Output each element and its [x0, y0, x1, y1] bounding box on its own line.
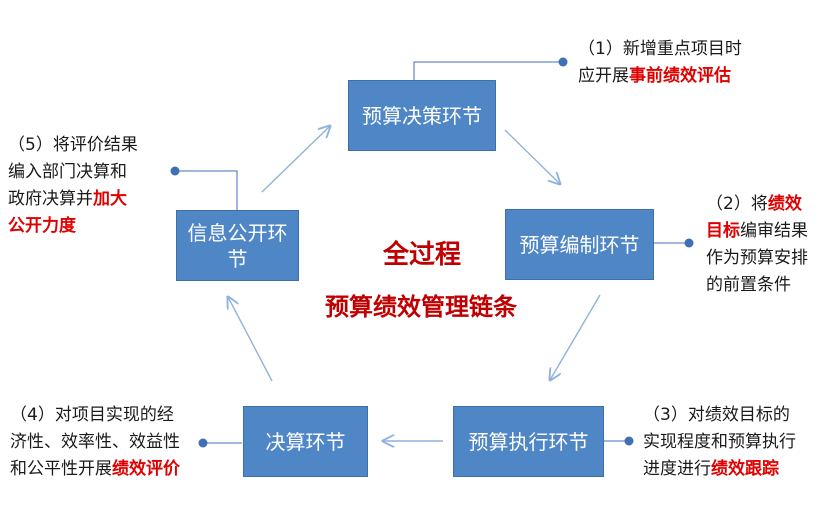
center-title: 全过程 — [382, 240, 461, 270]
note-1-line-2: 应开展事前绩效评估 — [578, 63, 742, 90]
note-2-line-2: 目标编审结果 — [706, 218, 808, 245]
box-final-account: 决算环节 — [243, 406, 368, 477]
note-5: （5）将评价结果 编入部门决算和 政府决算并加大 公开力度 — [8, 132, 138, 240]
arrow-decision-to-compile — [504, 129, 560, 184]
note-5-line-2: 编入部门决算和 — [8, 162, 127, 182]
box-info-disclosure: 信息公开环节 — [176, 210, 299, 281]
note-2-line-1: （2）将绩效 — [706, 191, 808, 218]
note-2-highlight-b: 目标 — [706, 221, 740, 241]
note-3-highlight: 绩效跟踪 — [711, 459, 779, 479]
note-3-text: 进度进行 — [643, 459, 711, 479]
box-budget-compile: 预算编制环节 — [505, 209, 654, 280]
note-5-text: 政府决算并 — [8, 189, 93, 209]
box-budget-decision: 预算决策环节 — [348, 80, 496, 151]
center-subtitle: 预算绩效管理链条 — [325, 293, 517, 321]
note-1-highlight: 事前绩效评估 — [629, 66, 731, 86]
note-4-line-1: （4）对项目实现的经 — [10, 405, 174, 425]
connector-dot-note2 — [684, 238, 694, 248]
note-2-text-b: 编审结果 — [740, 221, 808, 241]
connector-note5 — [175, 170, 238, 210]
arrow-final-to-disclosure — [228, 297, 273, 382]
note-5-line-4: 公开力度 — [8, 213, 138, 240]
connector-dot-note4 — [198, 438, 208, 448]
note-2-line-3: 作为预算安排 — [706, 248, 808, 268]
connector-dot-note3 — [624, 436, 634, 446]
note-3-line-3: 进度进行绩效跟踪 — [643, 456, 796, 483]
note-2-text-a: （2）将 — [706, 194, 768, 214]
note-4-line-3: 和公平性开展绩效评价 — [10, 456, 180, 483]
note-1-line-1: （1）新增重点项目时 — [578, 39, 742, 59]
note-2-line-4: 的前置条件 — [706, 275, 791, 295]
note-5-line-1: （5）将评价结果 — [8, 135, 138, 155]
note-5-line-3: 政府决算并加大 — [8, 186, 138, 213]
note-4-highlight: 绩效评价 — [112, 459, 180, 479]
connector-dot-note5 — [170, 166, 180, 176]
note-3-line-1: （3）对绩效目标的 — [643, 405, 790, 425]
note-4-text: 和公平性开展 — [10, 459, 112, 479]
note-1-text: 应开展 — [578, 66, 629, 86]
note-4: （4）对项目实现的经 济性、效率性、效益性 和公平性开展绩效评价 — [10, 402, 180, 483]
note-2: （2）将绩效 目标编审结果 作为预算安排 的前置条件 — [706, 191, 808, 299]
note-4-line-2: 济性、效率性、效益性 — [10, 432, 180, 452]
connector-dot-note1 — [558, 57, 568, 67]
note-1: （1）新增重点项目时 应开展事前绩效评估 — [578, 36, 742, 90]
note-5-highlight-a: 加大 — [93, 189, 127, 209]
arrow-compile-to-execute — [550, 294, 601, 380]
note-3-line-2: 实现程度和预算执行 — [643, 432, 796, 452]
box-budget-execute: 预算执行环节 — [453, 406, 604, 477]
note-3: （3）对绩效目标的 实现程度和预算执行 进度进行绩效跟踪 — [643, 402, 796, 483]
note-2-highlight-a: 绩效 — [767, 194, 802, 214]
arrow-disclosure-to-decision — [261, 126, 330, 193]
note-5-highlight-b: 公开力度 — [8, 216, 76, 236]
connector-note1 — [413, 61, 563, 80]
